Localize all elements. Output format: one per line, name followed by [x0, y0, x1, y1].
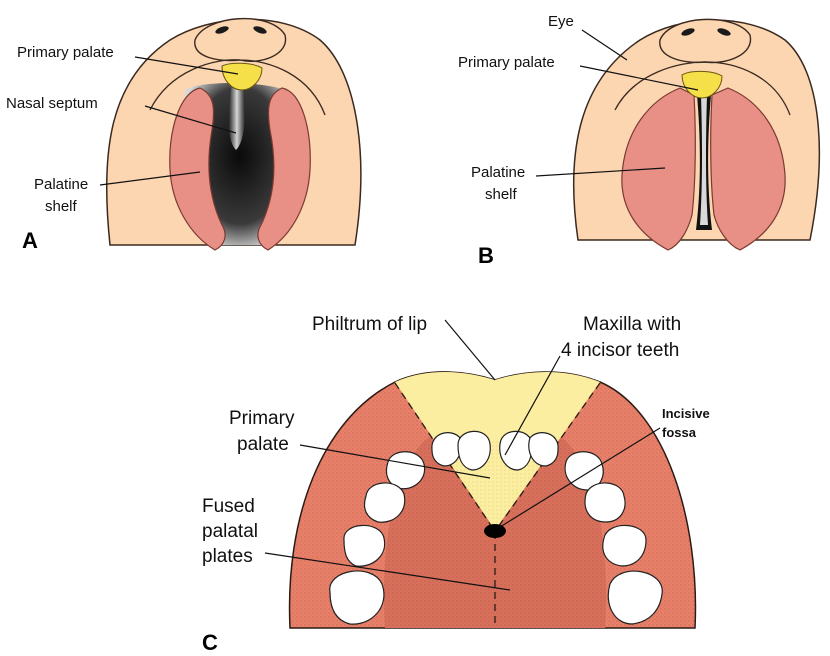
palatine-shelf-right-b [710, 87, 786, 251]
nostril-right-b [717, 28, 731, 36]
left-tooth-3 [343, 524, 386, 567]
label-palatine-shelf-b-2: shelf [485, 186, 518, 203]
label-incisive-fossa-c-1: Incisive [662, 406, 710, 421]
panel-b: Eye Primary palate Palatine shelf B [458, 13, 821, 268]
leader-palatine-shelf-b [535, 167, 666, 177]
primary-palate-b [681, 70, 723, 99]
right-tooth-2 [584, 482, 626, 523]
label-nasal-septum-a: Nasal septum [6, 95, 98, 112]
panel-letter-c: C [202, 630, 218, 655]
palatine-shelf-right-a [257, 87, 311, 251]
inner-arch-b [614, 61, 791, 116]
label-incisive-fossa-c-2: fossa [662, 425, 697, 440]
incisor-tooth-2 [457, 430, 491, 471]
label-palatine-shelf-a-2: shelf [45, 198, 78, 215]
palatine-shelf-left-b [621, 87, 696, 251]
incisor-tooth-4 [528, 432, 559, 467]
label-fused-plates-c-2: palatal [202, 521, 258, 542]
label-maxilla-c-1: Maxilla with [583, 314, 681, 335]
incisor-teeth-c [431, 430, 559, 471]
incisor-tooth-3 [499, 430, 533, 471]
primary-palate-a [221, 62, 263, 91]
panel-c: Philtrum of lip Maxilla with 4 incisor t… [202, 314, 710, 655]
snout-outline-b [659, 18, 752, 64]
left-tooth-4 [329, 570, 385, 625]
leader-primary-palate-c [299, 444, 491, 479]
right-tooth-3 [602, 524, 647, 567]
left-tooth-1 [385, 451, 426, 490]
nostril-left-a [215, 26, 229, 34]
palatine-shelf-left-a [169, 87, 226, 251]
label-palatine-shelf-b-1: Palatine [471, 164, 525, 181]
label-maxilla-c-2: 4 incisor teeth [561, 340, 679, 361]
incisive-fossa-c [484, 524, 506, 538]
label-philtrum-c: Philtrum of lip [312, 314, 427, 335]
leader-palatine-shelf-a [99, 171, 201, 186]
leader-incisive-fossa-c [499, 427, 661, 528]
leader-maxilla-c [504, 355, 561, 456]
nasal-septum-b [700, 95, 708, 225]
leader-primary-palate-b [579, 65, 699, 91]
label-eye-b: Eye [548, 13, 574, 30]
panel-letter-a: A [22, 228, 38, 253]
panel-a: Primary palate Nasal septum Palatine she… [6, 17, 362, 253]
leader-fused-plates-c [264, 552, 511, 591]
leader-primary-palate-a [134, 56, 239, 75]
leader-nasal-septum-a [144, 105, 237, 134]
leader-eye-b [581, 29, 628, 61]
label-primary-palate-b: Primary palate [458, 54, 555, 71]
label-fused-plates-c-3: plates [202, 546, 253, 567]
inner-arch-a [149, 59, 326, 116]
label-fused-plates-c-1: Fused [202, 496, 255, 517]
leader-philtrum-c [444, 319, 496, 381]
panel-letter-b: B [478, 243, 494, 268]
label-primary-palate-c-2: palate [237, 434, 289, 455]
nasal-septum-a [228, 82, 246, 150]
label-primary-palate-c-1: Primary [229, 408, 295, 429]
left-tooth-2 [363, 482, 406, 523]
right-tooth-4 [607, 570, 663, 625]
label-palatine-shelf-a-1: Palatine [34, 176, 88, 193]
left-teeth-c [329, 451, 426, 625]
nostril-right-a [253, 26, 267, 34]
label-primary-palate-a: Primary palate [17, 44, 114, 61]
nostril-left-b [681, 28, 695, 36]
